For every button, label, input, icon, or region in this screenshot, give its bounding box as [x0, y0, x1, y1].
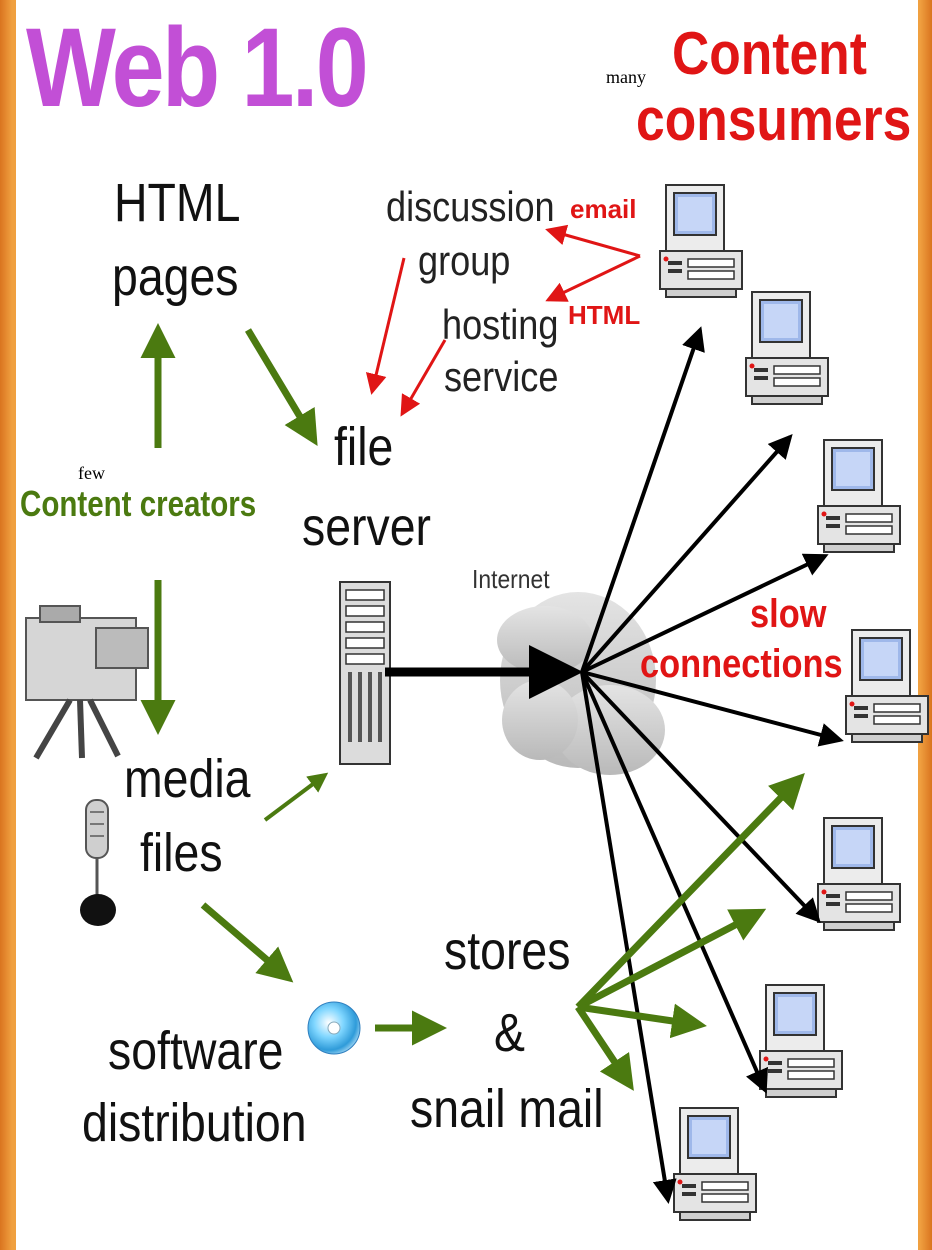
video-camera-icon	[25, 605, 149, 760]
creator-flows	[140, 323, 805, 1091]
hosting-service-line1: hosting	[442, 301, 559, 348]
html-upload-arrow	[545, 254, 641, 302]
hosting-flows	[365, 224, 641, 417]
arrow-to-computer-2	[580, 434, 793, 674]
page-title: Web 1.0	[26, 5, 369, 130]
html-to-server-arrow	[244, 328, 318, 447]
cd-disc-icon	[307, 1001, 361, 1055]
html-pages-line1: HTML	[114, 173, 241, 233]
file-server-line1: file	[334, 417, 394, 477]
stores-to-computer-5-arrow	[576, 908, 767, 1011]
stores-line2: &	[494, 1003, 525, 1063]
server-tower-icon	[339, 581, 391, 765]
email-arrow	[545, 224, 641, 258]
discussion-group-line1: discussion	[386, 183, 555, 230]
content-creators-label: Content creators	[20, 483, 257, 524]
media-to-server-arrow	[263, 772, 329, 822]
media-to-cd-arrow	[200, 902, 294, 983]
internet-label: Internet	[472, 564, 550, 594]
computer-icon-1	[659, 184, 743, 298]
arrow-to-computer-3	[581, 553, 829, 674]
hosting-to-server-arrow	[400, 339, 447, 417]
stores-line1: stores	[444, 921, 571, 981]
stores-to-computer-6-arrow	[577, 1003, 707, 1039]
creators-qualifier: few	[78, 463, 105, 483]
internet-connections	[385, 326, 844, 1204]
computer-icon-5	[817, 817, 901, 931]
discussion-to-server-arrow	[365, 257, 406, 395]
html-pages-line2: pages	[112, 247, 239, 307]
media-files-line1: media	[124, 749, 251, 809]
file-server-line2: server	[302, 497, 432, 557]
arrow-to-computer-6	[580, 671, 768, 1094]
stores-line3: snail mail	[410, 1079, 604, 1139]
consumers-title-line2: consumers	[636, 86, 912, 153]
software-distribution-line1: software	[108, 1021, 284, 1081]
hosting-service-line2: service	[444, 353, 559, 400]
arrow-to-computer-4	[581, 670, 844, 747]
html-label: HTML	[568, 300, 641, 330]
software-distribution-line2: distribution	[82, 1093, 307, 1153]
arrow-to-computer-5	[580, 670, 821, 923]
computer-icon-7	[673, 1107, 757, 1221]
arrow-to-computer-7	[580, 671, 677, 1204]
media-files-line2: files	[140, 823, 223, 883]
computer-icon-6	[759, 984, 843, 1098]
computer-icon-2	[745, 291, 829, 405]
arrow-to-computer-1	[580, 326, 705, 673]
email-label: email	[570, 194, 637, 224]
computer-icon-3	[817, 439, 901, 553]
consumers-qualifier: many	[606, 67, 646, 87]
computer-icon-4	[845, 629, 929, 743]
stores-to-computer-7-arrow	[575, 1005, 634, 1091]
slow-connections-line2: connections	[640, 642, 843, 686]
microphone-icon	[80, 799, 116, 926]
stores-to-computer-4-arrow	[575, 772, 805, 1010]
discussion-group-line2: group	[418, 237, 511, 284]
consumers-title-line1: Content	[672, 20, 867, 87]
slow-connections-line1: slow	[750, 592, 827, 636]
